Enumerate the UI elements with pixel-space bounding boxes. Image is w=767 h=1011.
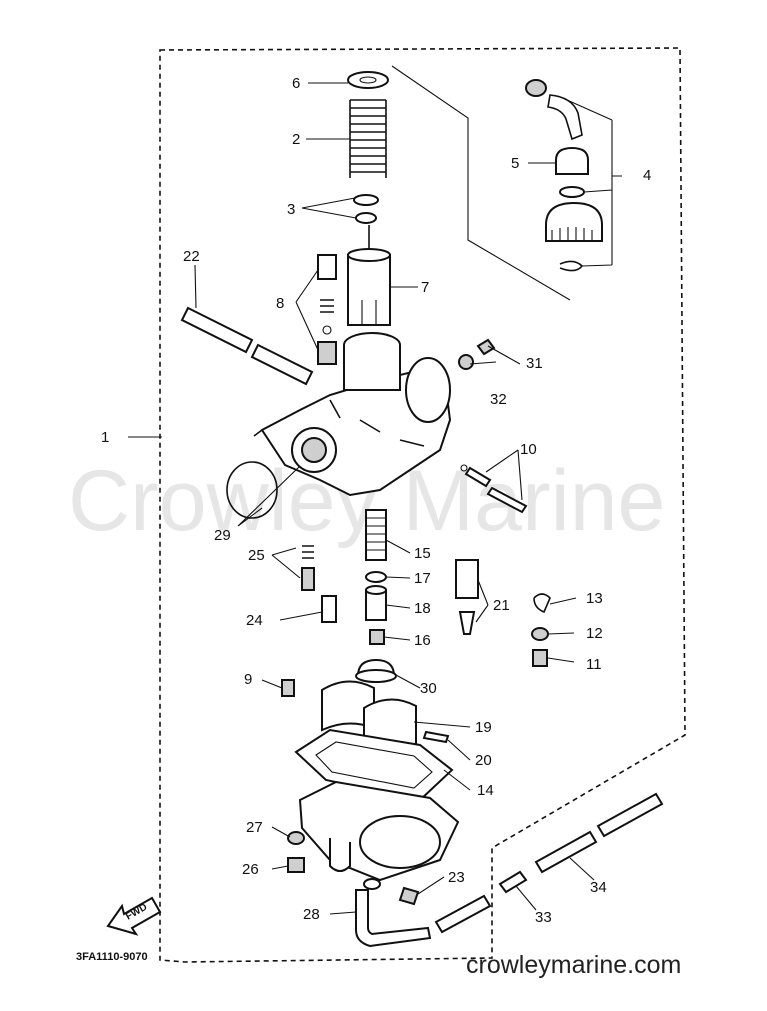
part-o-ring-29 [226,461,278,519]
callout-28: 28 [303,906,320,923]
callout-9: 9 [244,671,252,688]
part-fitting-33 [498,870,528,894]
callout-1: 1 [101,429,109,446]
callout-34: 34 [590,879,607,896]
part-tube-34 [534,792,664,874]
callout-10: 10 [520,441,537,458]
fwd-arrow-icon: FWD [106,896,162,936]
callout-18: 18 [414,600,431,617]
callout-16: 16 [414,632,431,649]
assembly-boundary [159,47,686,963]
part-jet-needle-15 [365,509,387,561]
part-needle-valve-21 [455,559,479,635]
part-washer-17 [365,571,387,583]
part-throttle-valve-7 [347,248,391,326]
callout-26: 26 [242,861,259,878]
callout-22: 22 [183,248,200,265]
part-jet-16 [369,629,385,645]
callout-14: 14 [477,782,494,799]
callout-29: 29 [214,527,231,544]
part-float-19 [321,680,417,750]
part-screw-9 [281,679,295,697]
callout-11: 11 [586,656,602,673]
callout-8: 8 [276,295,284,312]
callout-5: 5 [511,155,519,172]
callout-4: 4 [643,167,651,184]
part-drain-screw-23 [363,878,420,906]
callout-12: 12 [586,625,603,642]
callout-7: 7 [421,279,429,296]
part-top-assembly-4 [525,79,603,272]
callout-6: 6 [292,75,300,92]
part-spring-2 [349,99,387,178]
part-hose-28 [355,889,492,948]
callout-21: 21 [493,597,510,614]
part-valve-seat-30 [355,658,397,683]
part-gasket-14 [294,728,454,802]
callout-2: 2 [292,131,300,148]
part-hardware-11-12-13 [531,593,551,667]
part-pin-20 [422,730,450,744]
callout-24: 24 [246,612,263,629]
part-cap-6 [347,71,389,89]
callout-3: 3 [287,201,295,218]
part-clip-3 [353,194,379,224]
part-screws-26-27 [287,831,305,873]
part-holder-18 [365,585,387,621]
callout-23: 23 [448,869,465,886]
callout-30: 30 [420,680,437,697]
callout-13: 13 [586,590,603,607]
callout-27: 27 [246,819,263,836]
part-screws-10 [460,464,528,514]
part-tube-22 [180,306,314,386]
callout-20: 20 [475,752,492,769]
callout-17: 17 [414,570,431,587]
part-screw-24 [321,595,337,623]
part-pilot-screw-8 [317,254,337,365]
callout-19: 19 [475,719,492,736]
callout-33: 33 [535,909,552,926]
part-bolt-nut-31-32 [458,338,496,370]
callout-25: 25 [248,547,265,564]
callout-32: 32 [490,391,507,408]
part-float-bowl [298,780,460,882]
part-carb-body [253,332,452,497]
callout-15: 15 [414,545,431,562]
part-spring-25 [301,545,315,591]
callout-31: 31 [526,355,543,372]
callout-labels: 1 2 3 4 5 6 7 8 9 10 11 12 13 14 15 16 1… [101,75,651,926]
leader-lines [128,65,622,915]
diagram-reference: 3FA1110-9070 [76,951,148,963]
site-url: crowleymarine.com [466,951,681,979]
